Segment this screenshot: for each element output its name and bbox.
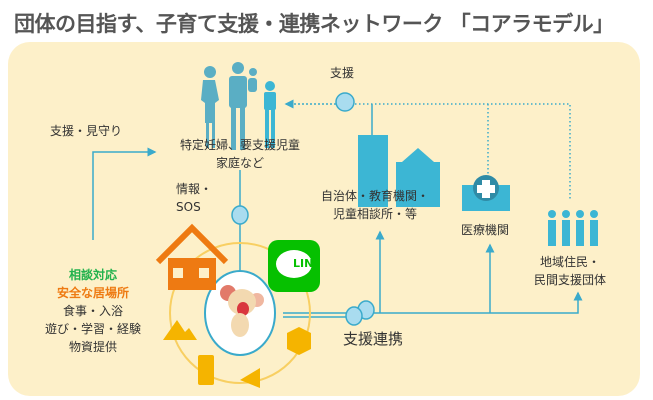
family-label: 特定妊婦、要支援児童家庭など (160, 136, 320, 172)
consult-label: 相談対応 (68, 268, 117, 282)
support-watch-label: 支援・見守り (50, 124, 123, 138)
government-label: 自治体・教育機関・児童相談所・等 (305, 187, 445, 223)
services-line2: 遊び・学習・経験 (44, 322, 141, 336)
page-title: 団体の目指す、子育て支援・連携ネットワーク 「コアラモデル」 (14, 12, 614, 36)
line-logo-text: LINE (293, 257, 321, 270)
medical-label: 医療機関 (461, 223, 510, 237)
safe-place-label: 安全な居場所 (56, 286, 129, 300)
service-ring (169, 242, 311, 384)
diagram-panel (8, 42, 640, 396)
family-label-line1: 特定妊婦、要支援児童 (179, 138, 300, 152)
house-icon (155, 223, 229, 290)
family-label-line2: 家庭など (215, 156, 264, 170)
mountain-icon (163, 320, 197, 340)
community-label: 地域住民・民間支援団体 (525, 253, 615, 289)
government-label-line1: 自治体・教育機関・ (320, 189, 429, 203)
community-label-line2: 民間支援団体 (533, 273, 606, 287)
services-line3: 物資提供 (68, 340, 117, 354)
info-bubble (231, 205, 249, 225)
government-label-line2: 児童相談所・等 (332, 207, 417, 221)
collab-bubble (345, 306, 363, 326)
child-icon (264, 81, 276, 148)
info-sos-label: 情報・ SOS (176, 180, 212, 216)
line-app-icon (268, 240, 320, 292)
services-line1: 食事・入浴 (62, 304, 123, 318)
megaphone-icon (240, 368, 260, 388)
government-buildings-icon (358, 135, 440, 207)
community-label-line1: 地域住民・ (539, 255, 600, 269)
collab-label: 支援連携 (343, 330, 404, 348)
box-icon (287, 327, 311, 355)
support-bubble (335, 92, 355, 112)
info-label: 情報・ (176, 182, 213, 196)
community-icon (548, 210, 598, 246)
support-label: 支援 (330, 66, 355, 80)
sos-label: SOS (176, 200, 201, 214)
hospital-icon (462, 175, 510, 211)
support-watch-line (92, 147, 157, 240)
services-label: 相談対応 安全な居場所 食事・入浴 遊び・学習・経験 物資提供 (28, 266, 158, 356)
family-icon (201, 62, 257, 150)
book-icon (198, 355, 214, 385)
koala-icon (220, 285, 264, 337)
